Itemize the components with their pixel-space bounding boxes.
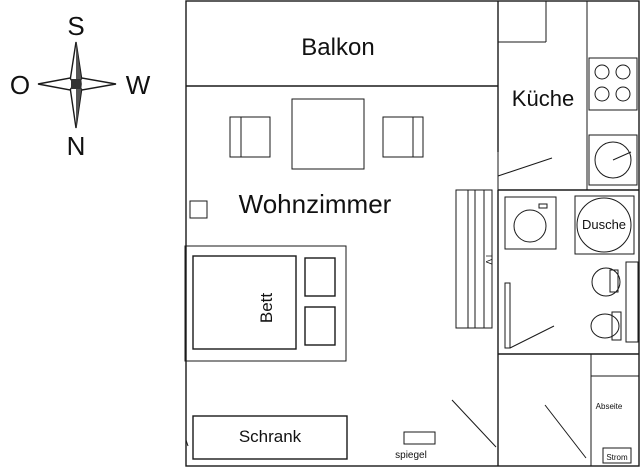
wardrobe: Schrank: [192, 415, 348, 460]
living-room: Wohnzimmer Bett TV: [184, 98, 497, 461]
room-label-kitchen: Küche: [512, 86, 574, 111]
room-label-balcony: Balkon: [301, 34, 374, 61]
chair-left-icon: [229, 116, 271, 158]
nightstand-bottom: [304, 306, 336, 346]
compass-label-right: W: [126, 70, 151, 100]
compass-needle-right-icon: [77, 77, 117, 91]
nightstand-top: [304, 257, 336, 297]
room-label-utility: Abseite: [596, 402, 623, 411]
washing-machine-icon: [504, 196, 557, 250]
apartment-outline: [185, 0, 640, 467]
outer-walls: [185, 0, 640, 467]
compass-rose: S O W N: [10, 11, 151, 161]
bathroom: Dusche: [504, 195, 639, 349]
bed-label: Bett: [257, 293, 276, 324]
tv-label: TV: [484, 253, 494, 265]
hall-door-swing: [544, 404, 587, 459]
balcony-room: Balkon: [186, 34, 498, 87]
bathroom-door: [504, 282, 511, 349]
mirror: spiegel: [395, 431, 436, 461]
tv-cabinet: TV: [455, 189, 494, 329]
entry-door-swing: [451, 399, 497, 448]
bathroom-door-swing: [509, 325, 555, 349]
compass-label-top: S: [67, 11, 84, 41]
kitchen-door-swing: [497, 157, 553, 177]
room-label-shower: Dusche: [582, 217, 626, 232]
room-label-living-room: Wohnzimmer: [239, 189, 392, 219]
bed: [192, 255, 297, 350]
power-box: [602, 447, 632, 464]
compass-center-icon: [71, 79, 81, 89]
washbasin-icon: [591, 267, 621, 297]
power-label: Strom: [606, 453, 628, 462]
interior-walls: [497, 1, 639, 466]
stove-icon: [588, 57, 638, 111]
bathroom-counter: [625, 261, 639, 343]
bed-area: Bett: [184, 245, 347, 362]
kitchen-room: Küche: [497, 57, 638, 190]
compass-needle-left-icon: [37, 77, 75, 91]
compass-label-left: O: [10, 70, 30, 100]
sink-icon: [588, 134, 638, 186]
dining-table: [291, 98, 365, 170]
mirror-label: spiegel: [395, 450, 427, 461]
wardrobe-label: Schrank: [239, 427, 302, 446]
shower: Dusche: [574, 195, 635, 255]
chair-right-icon: [382, 116, 424, 158]
hallway: Abseite Strom: [544, 402, 632, 464]
compass-label-bottom: N: [67, 131, 86, 161]
toilet-icon: [590, 311, 622, 341]
side-table: [189, 200, 208, 219]
